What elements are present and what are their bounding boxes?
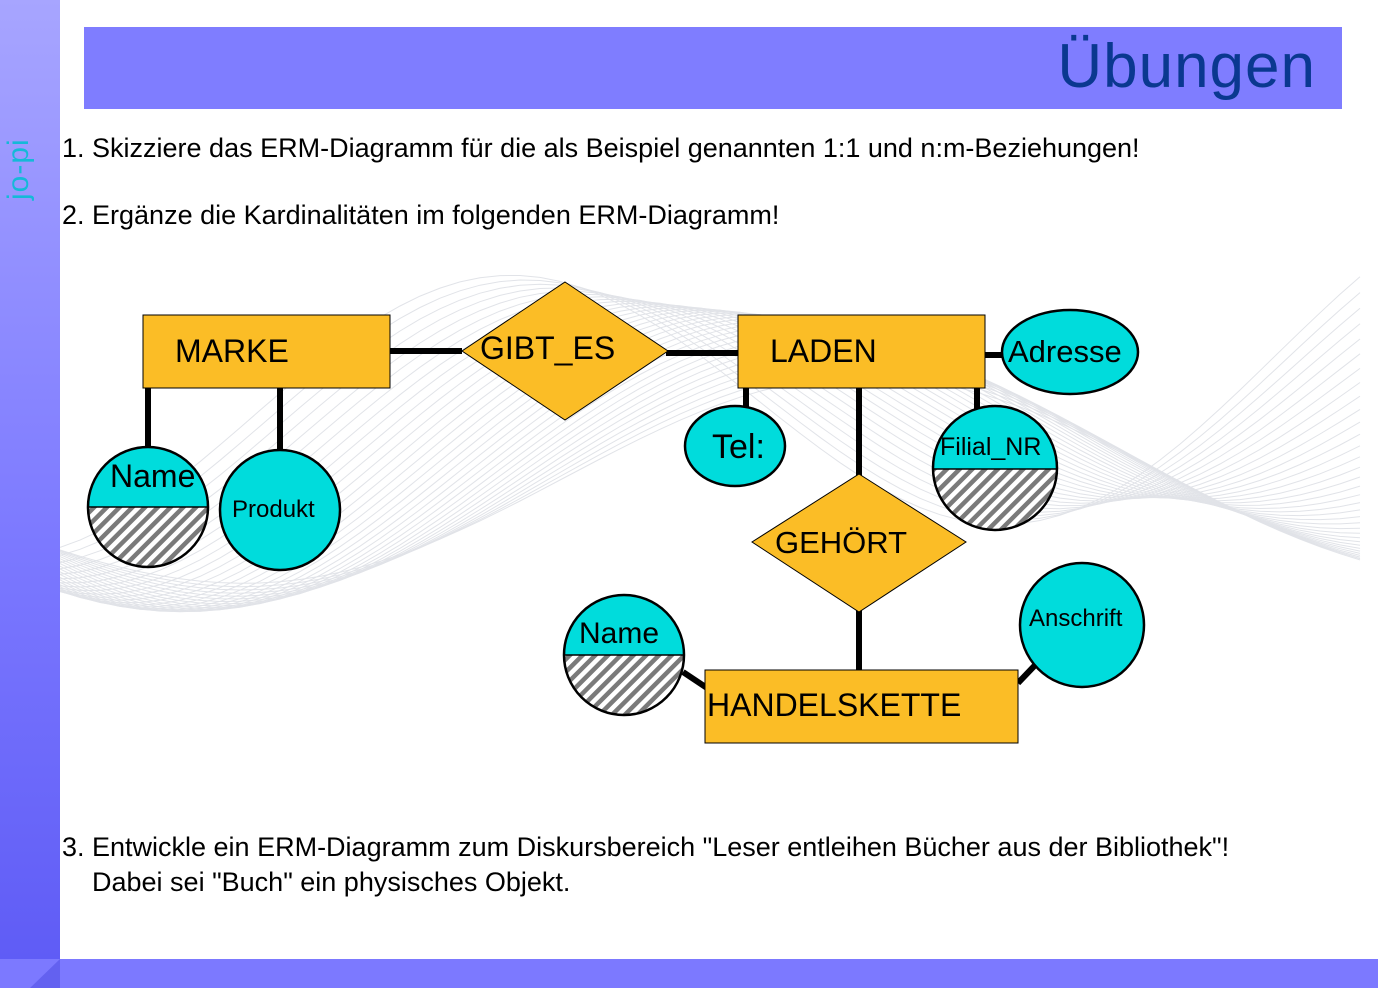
task-1: 1. Skizziere das ERM-Diagramm für die al…	[62, 133, 1140, 163]
page-title: Übungen	[1057, 32, 1316, 101]
background-wave-line	[60, 325, 1361, 611]
background-wave-line	[60, 283, 1361, 564]
attribute-marke-produkt-label: Produkt	[232, 496, 315, 523]
attribute-laden-filialnr-key: Filial_NR	[931, 404, 1059, 532]
entity-laden: LADEN	[737, 314, 986, 389]
background-wave-line	[60, 314, 1361, 612]
entity-handelskette: HANDELSKETTE	[704, 669, 1019, 744]
attribute-laden-tel: Tel:	[683, 404, 787, 488]
background-wave-line	[60, 315, 1361, 613]
attribute-kette-anschrift: Anschrift	[1018, 561, 1146, 689]
entity-laden-label: LADEN	[770, 333, 877, 369]
entity-marke-label: MARKE	[175, 333, 289, 369]
background-wave-line	[60, 327, 1361, 610]
task-3-number: 3.	[62, 832, 85, 862]
attribute-marke-produkt: Produkt	[218, 448, 342, 572]
attribute-kette-anschrift-label: Anschrift	[1029, 605, 1123, 632]
background-wave-line	[60, 274, 1361, 548]
entity-marke: MARKE	[142, 314, 391, 389]
connector-lines	[145, 348, 1043, 691]
footer-band	[0, 959, 1378, 988]
background-wave-line	[60, 317, 1361, 613]
relationship-gehoert-label: GEHÖRT	[775, 525, 907, 560]
attribute-laden-filialnr-label: Filial_NR	[940, 433, 1041, 461]
task-2: 2. Ergänze die Kardinalitäten im folgend…	[62, 200, 780, 230]
background-wave-line	[60, 347, 1361, 600]
background-wave-line	[60, 352, 1361, 597]
attribute-kette-name-key: Name	[562, 593, 686, 717]
task-3-text: Entwickle ein ERM-Diagramm zum Diskursbe…	[92, 832, 1230, 897]
footer-corner	[30, 959, 60, 988]
background-wave-line	[60, 287, 1361, 570]
line-kette-name	[681, 669, 709, 691]
entity-handelskette-label: HANDELSKETTE	[707, 687, 961, 723]
attribute-laden-adresse: Adresse	[1000, 308, 1140, 396]
background-wave-line	[60, 310, 1361, 610]
background-wave-line	[60, 312, 1361, 611]
relationship-gehoert: GEHÖRT	[751, 473, 967, 613]
attribute-kette-name-label: Name	[579, 617, 659, 650]
title-bar: Übungen	[84, 27, 1342, 109]
relationship-gibt-es: GIBT_ES	[461, 281, 669, 421]
attribute-laden-tel-label: Tel:	[712, 428, 765, 466]
sidebar-band: jo-pi	[0, 0, 60, 988]
attribute-marke-name-key: Name	[86, 445, 210, 569]
relationship-gibt-es-label: GIBT_ES	[480, 330, 615, 366]
attribute-marke-name-label: Name	[110, 458, 195, 494]
attribute-laden-adresse-label: Adresse	[1008, 334, 1122, 369]
